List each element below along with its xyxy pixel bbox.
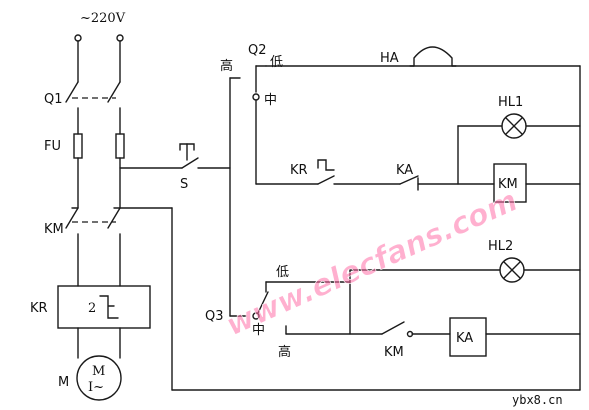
- q2-mid-label: 中: [264, 93, 277, 108]
- ka-contact-label: KA: [396, 163, 413, 178]
- power-wires: [65, 40, 121, 359]
- q1-label: Q1: [44, 92, 63, 107]
- q3-pivot: [252, 312, 260, 320]
- supply-voltage-label: ~220V: [80, 11, 126, 26]
- km-contact-label: KM: [384, 345, 404, 360]
- fuses: [73, 133, 125, 159]
- ka-contact: [399, 175, 419, 191]
- kr-contact-label: KR: [290, 163, 308, 178]
- motor-inner-sub: I~: [88, 380, 104, 395]
- switch-s: [179, 143, 231, 169]
- ha-buzzer: [409, 46, 457, 67]
- q3-mid-label: 中: [252, 323, 265, 338]
- supply-terminals: [74, 34, 124, 42]
- q2-low-label: 低: [270, 55, 283, 70]
- kr-contact: [317, 159, 335, 185]
- kr-number: 2: [88, 301, 96, 316]
- kr-thermal-relay: [57, 285, 151, 329]
- site-mark: ybx8.cn: [512, 393, 563, 407]
- km-main-label: KM: [44, 222, 64, 237]
- motor-label: M: [58, 375, 69, 390]
- motor: [76, 355, 122, 401]
- kr-thermal-element: [99, 295, 119, 319]
- ka-coil: [449, 317, 487, 357]
- s-label: S: [180, 177, 188, 192]
- fu-label: FU: [44, 139, 61, 154]
- q2-label: Q2: [248, 43, 267, 58]
- ha-label: HA: [380, 51, 399, 66]
- hl1-lamp: [501, 113, 527, 139]
- ka-coil-label: KA: [456, 331, 473, 346]
- q3-blade: [257, 291, 269, 314]
- km-coil: [493, 163, 527, 203]
- hl2-lamp: [499, 257, 525, 283]
- q3-low-label: 低: [276, 265, 289, 280]
- hl1-label: HL1: [498, 95, 523, 110]
- watermark: www.elecfans.com: [221, 183, 523, 343]
- km-coil-label: KM: [498, 177, 518, 192]
- q3-label: Q3: [205, 309, 224, 324]
- motor-inner-m: M: [92, 364, 105, 379]
- kr-label: KR: [30, 301, 48, 316]
- km-aux-contact: [381, 321, 414, 338]
- q3-high-label: 高: [278, 344, 291, 360]
- q2-high-label: 高: [220, 58, 233, 74]
- hl2-label: HL2: [488, 239, 513, 254]
- q2-pivot: [252, 93, 260, 101]
